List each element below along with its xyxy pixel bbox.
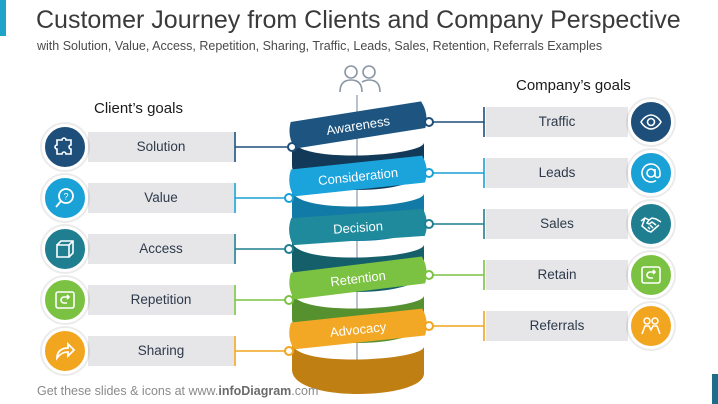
dot-sales [424,219,434,229]
dot-value [284,193,294,203]
share-arrow-icon [42,328,88,374]
dot-traffic [424,117,434,127]
spiral-band-advocacy [289,308,427,350]
company-goals-heading: Company’s goals [516,77,631,94]
footer-text: Get these slides & icons at www.infoDiag… [37,384,319,398]
client-goals-heading: Client’s goals [94,100,183,117]
connector-value [234,183,289,213]
connector-repetition [234,285,289,315]
return-arrow-icon [628,252,674,298]
dot-leads [424,168,434,178]
connector-retain [429,260,485,290]
at-sign-icon [628,150,674,196]
svg-text:?: ? [64,192,69,202]
stage-label-decision: Decision [333,218,384,236]
connector-solution [234,132,292,162]
company-goal-leads: Leads [486,158,628,188]
return-arrow-icon [42,277,88,323]
box-icon [42,226,88,272]
connector-access [234,234,289,264]
page-subtitle: with Solution, Value, Access, Repetition… [37,39,603,53]
dot-access [284,244,294,254]
company-goal-sales: Sales [486,209,628,239]
handshake-icon [628,201,674,247]
puzzle-icon [42,124,88,170]
dot-retain [424,270,434,280]
client-goal-value: Value [88,183,234,213]
dot-sharing [284,346,294,356]
dot-referrals [424,321,434,331]
connector-sharing [234,336,289,366]
client-goal-repetition: Repetition [88,285,234,315]
company-goal-retain: Retain [486,260,628,290]
stage-retention: Retention [289,256,427,300]
magnifier-question-icon: ? [42,175,88,221]
people-icon [339,65,381,93]
accent-bar-left [0,0,6,36]
client-goal-solution: Solution [88,132,234,162]
spiral-band-awareness [289,101,427,149]
stage-label-advocacy: Advocacy [329,319,387,340]
stage-awareness: Awareness [289,101,427,149]
spiral-back-advocacy [292,342,424,394]
stage-advocacy: Advocacy [289,308,427,350]
connector-traffic [429,107,485,137]
dot-repetition [284,295,294,305]
spiral-band-retention [289,256,427,300]
spiral-band-decision [289,208,427,246]
connector-referrals [429,311,485,341]
people-icon [628,303,674,349]
accent-bar-right [712,374,718,404]
page-title: Customer Journey from Clients and Compan… [36,6,681,34]
company-goal-traffic: Traffic [486,107,628,137]
eye-icon [628,99,674,145]
company-goal-referrals: Referrals [486,311,628,341]
client-goal-sharing: Sharing [88,336,234,366]
stage-decision: Decision [289,208,427,246]
spiral-band-consideration [289,155,427,197]
stage-label-retention: Retention [330,268,387,290]
dot-solution [287,142,297,152]
stage-consideration: Consideration [289,155,427,197]
connector-leads [429,158,485,188]
client-goal-access: Access [88,234,234,264]
connector-sales [429,209,485,239]
